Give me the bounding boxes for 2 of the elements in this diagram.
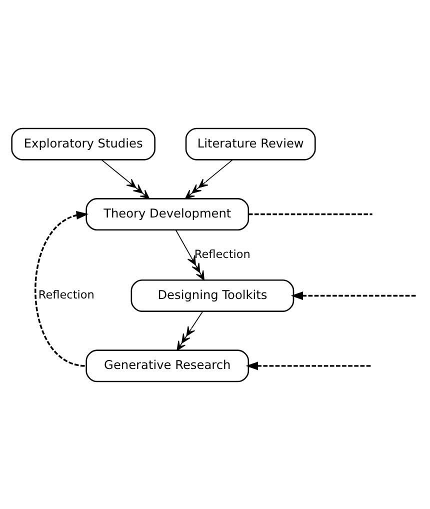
edge-label: Reflection bbox=[38, 288, 94, 302]
edge-label: Reflection bbox=[194, 247, 250, 260]
